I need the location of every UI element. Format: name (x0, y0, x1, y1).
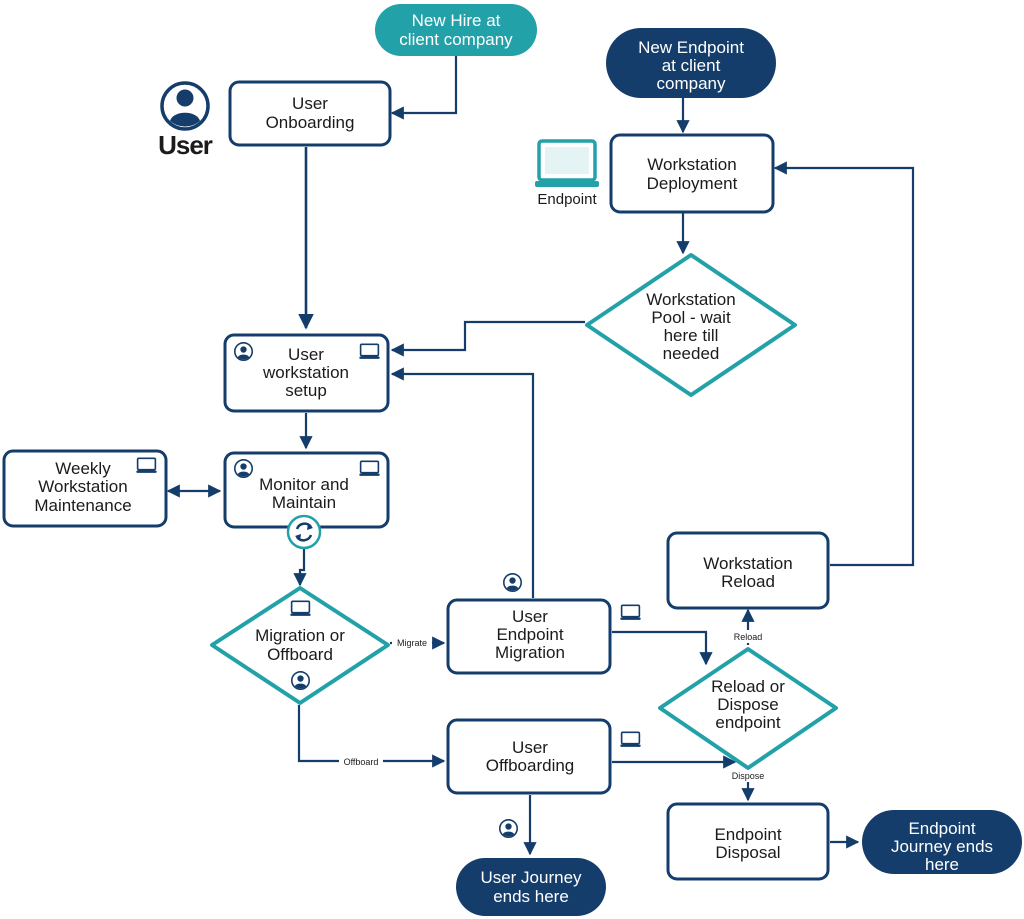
decision-reload-or-dispose: Reload or Dispose endpoint (658, 647, 838, 770)
node-user-workstation-setup: User workstation setup (223, 333, 390, 413)
svg-text:Migration or: Migration or (255, 626, 345, 645)
svg-text:Reload: Reload (721, 572, 775, 591)
monitor-icon (290, 600, 311, 617)
svg-text:here till: here till (664, 326, 719, 345)
svg-text:Monitor and: Monitor and (259, 475, 349, 494)
terminal-new-endpoint: New Endpoint at client company (606, 28, 776, 98)
endpoint-legend-label: Endpoint (537, 191, 597, 208)
svg-text:Pool - wait: Pool - wait (651, 308, 731, 327)
edge-migration-reload-dispose (612, 630, 713, 666)
node-workstation-reload: Workstation Reload (666, 531, 830, 610)
svg-text:workstation: workstation (262, 363, 349, 382)
svg-text:setup: setup (285, 381, 327, 400)
svg-text:Onboarding: Onboarding (266, 113, 355, 132)
terminal-new-hire: New Hire at client company (375, 4, 537, 56)
svg-text:at client: at client (662, 56, 721, 75)
svg-text:Journey ends: Journey ends (891, 837, 993, 856)
monitor-icon (620, 731, 641, 748)
user-icon (291, 671, 310, 690)
svg-text:Dispose: Dispose (717, 695, 778, 714)
node-user-onboarding: User Onboarding (228, 80, 392, 147)
edge-reload-deployment (773, 161, 915, 567)
user-legend-label: User (158, 130, 213, 160)
monitor-icon (359, 343, 380, 360)
svg-text:New Hire at: New Hire at (412, 11, 501, 30)
terminal-user-journey-end: User Journey ends here (456, 858, 606, 916)
user-icon (503, 573, 522, 592)
svg-text:Maintenance: Maintenance (34, 496, 131, 515)
node-user-endpoint-migration: User Endpoint Migration (446, 573, 641, 675)
svg-text:User: User (288, 345, 324, 364)
svg-text:Endpoint: Endpoint (496, 625, 563, 644)
edges (166, 56, 915, 856)
node-endpoint-disposal: Endpoint Disposal (666, 802, 830, 881)
svg-text:Maintain: Maintain (272, 493, 336, 512)
svg-text:Workstation: Workstation (647, 155, 736, 174)
edge-pool-setup (390, 320, 585, 357)
svg-text:Workstation: Workstation (38, 477, 127, 496)
svg-text:Workstation: Workstation (646, 290, 735, 309)
legend-endpoint: Endpoint (535, 139, 599, 208)
svg-text:ends here: ends here (493, 887, 569, 906)
svg-text:Weekly: Weekly (55, 459, 111, 478)
decision-workstation-pool: Workstation Pool - wait here till needed (585, 253, 797, 397)
legend-user: User (158, 81, 214, 160)
svg-text:client company: client company (399, 30, 513, 49)
svg-text:Workstation: Workstation (703, 554, 792, 573)
svg-text:User Journey: User Journey (480, 868, 582, 887)
svg-text:User: User (292, 94, 328, 113)
user-icon (234, 342, 253, 361)
monitor-icon (136, 457, 157, 474)
node-workstation-deployment: Workstation Deployment (609, 133, 775, 214)
decision-migration-or-offboard: Migration or Offboard (210, 586, 390, 705)
svg-text:Migration: Migration (495, 643, 565, 662)
edge-monitor-decision (293, 548, 307, 587)
endpoint-legend-icon (535, 139, 599, 187)
monitor-icon (359, 460, 380, 477)
svg-text:User: User (512, 738, 548, 757)
user-icon (499, 819, 518, 838)
edge-label-reload: Reload (734, 632, 763, 642)
svg-text:company: company (657, 74, 726, 93)
terminal-endpoint-journey-end: Endpoint Journey ends here (862, 810, 1022, 874)
refresh-icon (286, 514, 322, 550)
edge-label-migrate: Migrate (397, 638, 427, 648)
node-user-offboarding: User Offboarding (446, 718, 641, 838)
edge-label-offboard: Offboard (344, 757, 379, 767)
monitor-icon (620, 604, 641, 621)
svg-text:Offboard: Offboard (267, 645, 333, 664)
edge-newhire-onboarding (390, 56, 458, 120)
edge-migration-setup (390, 367, 535, 598)
svg-text:Deployment: Deployment (647, 174, 738, 193)
edge-decision-offboarding (297, 705, 446, 768)
svg-text:Endpoint: Endpoint (714, 825, 781, 844)
user-icon (234, 459, 253, 478)
node-monitor-and-maintain: Monitor and Maintain (223, 451, 390, 550)
svg-text:needed: needed (663, 344, 720, 363)
svg-text:User: User (512, 607, 548, 626)
svg-text:New Endpoint: New Endpoint (638, 38, 744, 57)
svg-text:endpoint: endpoint (715, 713, 781, 732)
edge-label-dispose: Dispose (732, 771, 765, 781)
svg-text:Endpoint: Endpoint (908, 819, 975, 838)
svg-text:here: here (925, 855, 959, 874)
node-weekly-maintenance: Weekly Workstation Maintenance (2, 449, 168, 528)
svg-text:Disposal: Disposal (715, 843, 780, 862)
svg-text:Reload or: Reload or (711, 677, 785, 696)
svg-text:Offboarding: Offboarding (486, 756, 575, 775)
